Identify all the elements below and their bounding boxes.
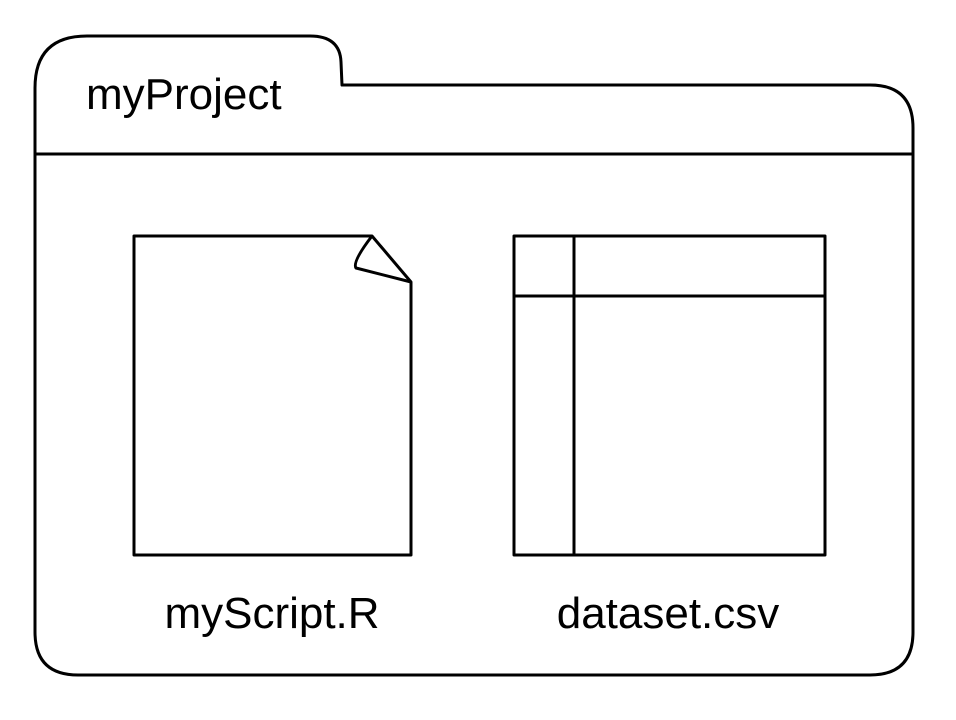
folder-icon bbox=[33, 34, 915, 677]
file-label-script[interactable]: myScript.R bbox=[164, 589, 380, 638]
script-file-icon[interactable] bbox=[132, 234, 413, 557]
spreadsheet-file-icon[interactable] bbox=[512, 234, 827, 557]
folder-title: myProject bbox=[86, 70, 282, 119]
file-label-csv[interactable]: dataset.csv bbox=[556, 589, 780, 638]
